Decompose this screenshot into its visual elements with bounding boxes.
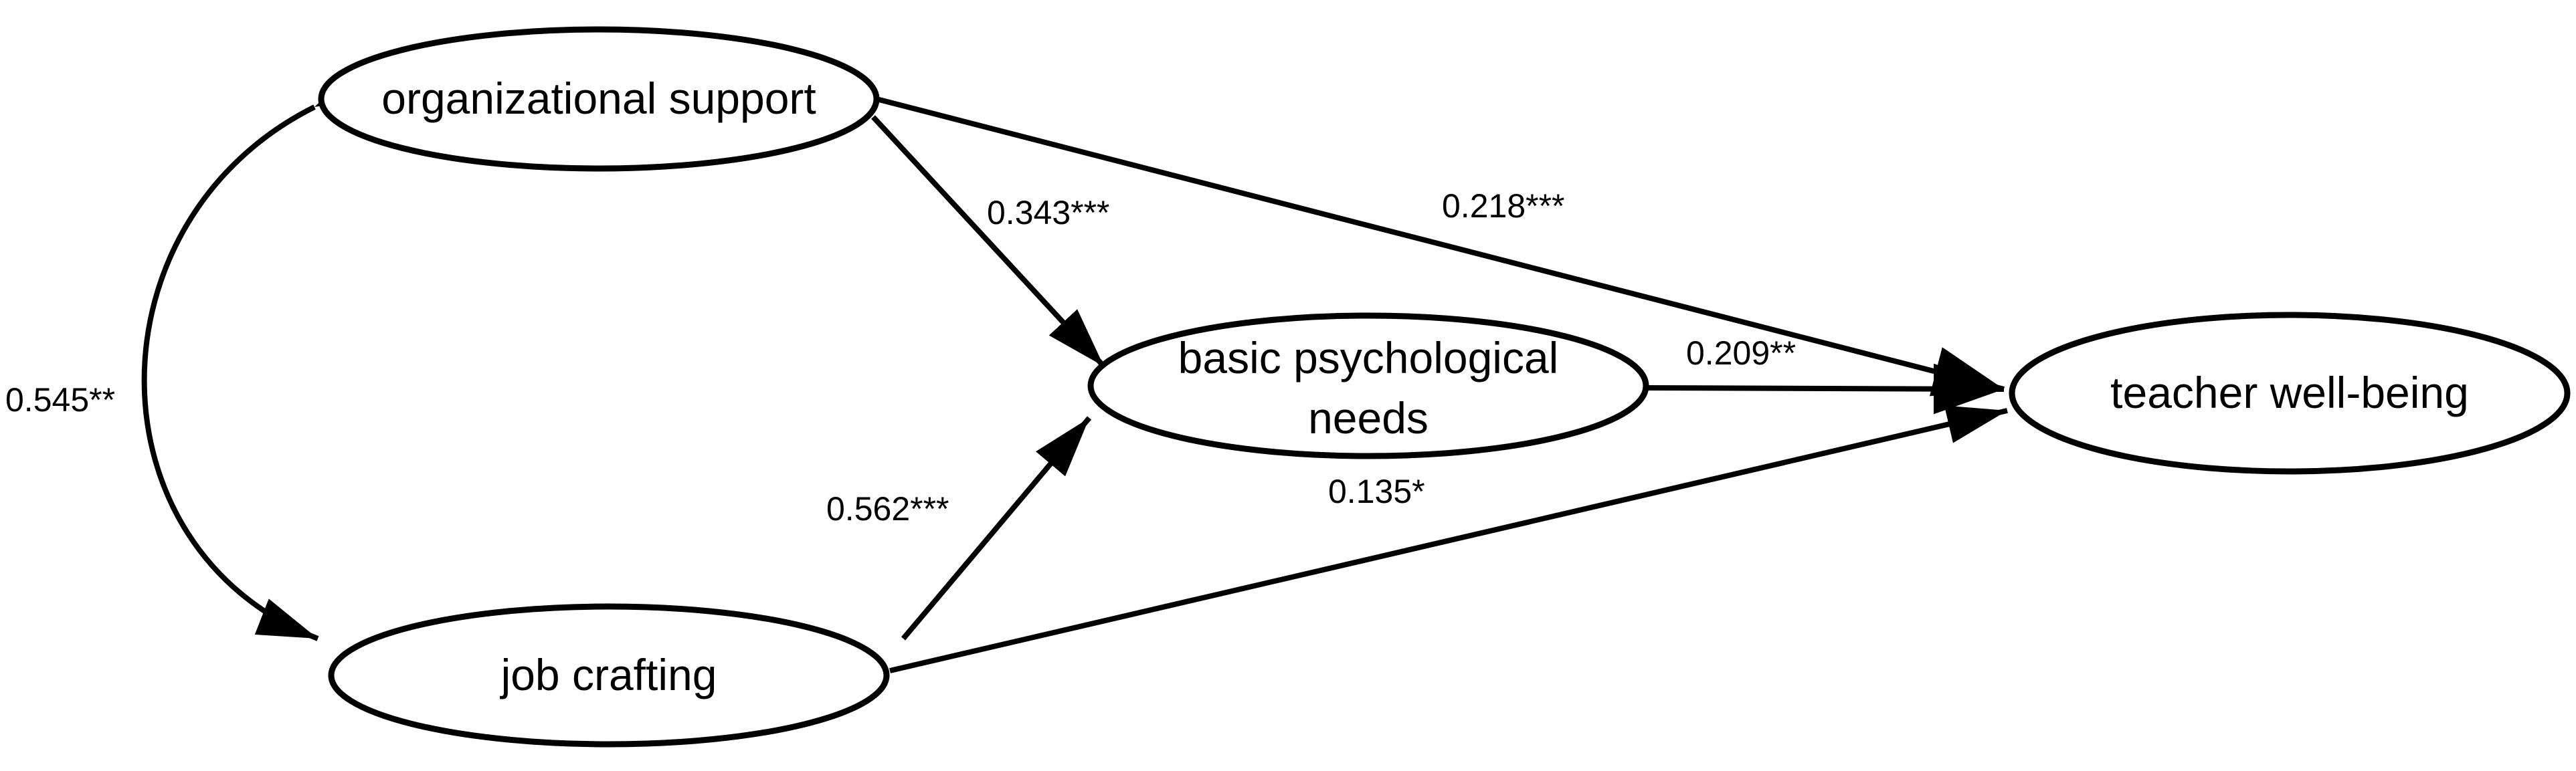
node-label-organizational-support: organizational support bbox=[381, 74, 816, 123]
covariance-arrow-organizational-support-job-crafting bbox=[141, 62, 377, 641]
node-teacher-well-being bbox=[2009, 312, 2571, 475]
node-organizational-support bbox=[318, 26, 880, 172]
node-label-job-crafting: job crafting bbox=[500, 650, 717, 699]
edge-label-organizational-support-to-basic-psychological-needs: 0.343*** bbox=[987, 194, 1110, 231]
path-organizational-support-to-teacher-well-being bbox=[876, 96, 2005, 397]
node-job-crafting bbox=[328, 603, 890, 748]
edge-label-job-crafting-to-basic-psychological-needs: 0.562*** bbox=[826, 490, 949, 528]
path-basic-psychological-needs-to-teacher-well-being bbox=[1647, 363, 2005, 415]
node-label-teacher-well-being: teacher well-being bbox=[2110, 368, 2469, 417]
node-label-basic-psychological-needs-line-2: needs bbox=[1308, 393, 1429, 443]
node-basic-psychological-needs bbox=[1087, 312, 1649, 459]
edge-label-organizational-support-to-teacher-well-being: 0.218*** bbox=[1442, 187, 1565, 225]
path-organizational-support-to-basic-psychological-needs bbox=[871, 115, 1106, 368]
path-job-crafting-to-teacher-well-being bbox=[889, 405, 2008, 673]
edge-label-job-crafting-to-teacher-well-being: 0.135* bbox=[1328, 473, 1425, 510]
edge-label-covariance-organizational-support-job-crafting: 0.545** bbox=[5, 381, 115, 419]
path-job-crafting-to-basic-psychological-needs bbox=[901, 416, 1092, 641]
edge-label-basic-psychological-needs-to-teacher-well-being: 0.209** bbox=[1686, 334, 1796, 372]
node-label-basic-psychological-needs-line-1: basic psychological bbox=[1178, 333, 1559, 382]
